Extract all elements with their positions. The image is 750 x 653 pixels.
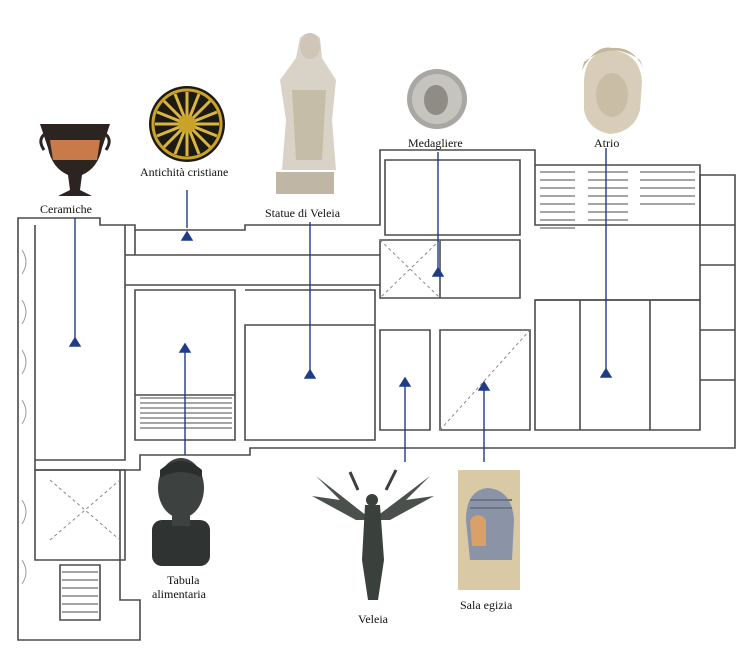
medagliere-room-walls	[384, 159, 521, 236]
label-statue-di-veleia: Statue di Veleia	[265, 206, 341, 220]
statue-icon	[276, 33, 336, 194]
bronze-head-icon	[152, 458, 210, 566]
marker-atrio	[599, 367, 613, 378]
label-medagliere: Medagliere	[408, 136, 463, 150]
dashed-diagonals	[49, 239, 531, 541]
vase-icon	[39, 124, 111, 196]
lower-stair-treads	[62, 571, 98, 613]
atrio-walls	[534, 299, 701, 431]
label-alimentaria: alimentaria	[152, 587, 206, 601]
hatched-area	[140, 397, 232, 429]
label-antichita-cristiane: Antichità cristiane	[140, 165, 229, 179]
label-atrio: Atrio	[594, 136, 620, 150]
left-alcoves	[21, 249, 27, 585]
label-sala-egizia: Sala egizia	[460, 598, 513, 612]
marker-ceramiche	[68, 336, 82, 347]
left-wing-walls	[34, 225, 126, 471]
egyptian-relief-icon	[458, 470, 520, 590]
marker-sala-egizia	[477, 380, 491, 391]
corridor-walls	[125, 230, 380, 286]
bust-icon	[582, 47, 644, 134]
medallion-icon	[149, 86, 225, 162]
marker-statue	[303, 368, 317, 379]
label-veleia: Veleia	[358, 612, 388, 626]
right-room-walls	[700, 224, 735, 381]
lower-stair-walls	[34, 469, 126, 621]
coin-icon	[407, 69, 467, 129]
statue-hall-walls	[244, 289, 376, 441]
label-tabula: Tabula	[167, 573, 200, 587]
room-walls-a	[134, 289, 236, 441]
marker-medagliere	[431, 266, 445, 277]
marker-veleia	[398, 376, 412, 387]
marker-antichita	[180, 230, 194, 241]
winged-victory-icon	[310, 468, 434, 608]
middle-room-walls	[379, 239, 531, 431]
marker-tabula	[178, 342, 192, 353]
stair-treads	[540, 171, 695, 229]
label-ceramiche: Ceramiche	[40, 202, 92, 216]
staircase-block	[535, 164, 701, 301]
